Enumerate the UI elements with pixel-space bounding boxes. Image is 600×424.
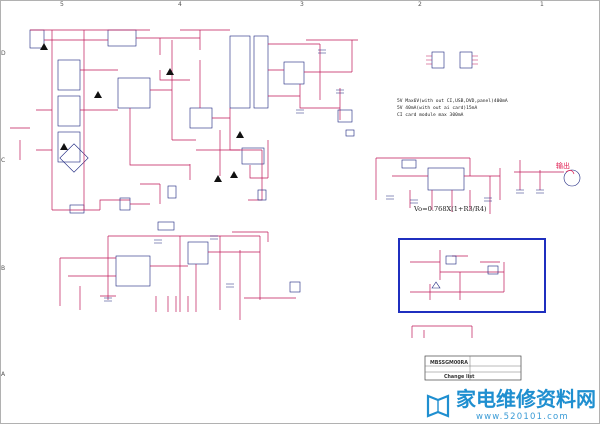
warning-icon [166,68,174,75]
pfc-ic [117,77,151,109]
output-arrow [565,170,575,175]
converter-wires [59,183,296,320]
connector [459,51,473,69]
column-number: 1 [540,1,544,8]
voltage-formula: Vo=0.768X(1+R3/R4) [413,205,487,213]
watermark-brand: 家电维修资料网 [456,387,596,411]
filter-inductor [157,221,175,231]
title-block: MBSSGM00RA Change list [424,355,522,381]
caps-and-resistors [167,49,355,201]
warning-icon [230,171,238,178]
converter-section [115,197,301,293]
transformer-t1 [57,59,81,91]
warning-icon [236,131,244,138]
main-transformer-wires [172,29,358,201]
row-letter: A [1,371,6,378]
watermark-url: www.520101.com [476,412,569,422]
capacitor-bank [107,29,137,47]
row-letter: C [1,157,5,164]
spec-note: CI card module max 300mA [397,112,464,118]
output-label: 输出 [556,161,570,170]
watermark: 家电维修资料网 www.520101.com [426,387,596,422]
warning-icon [60,143,68,150]
protection-circuit [410,250,505,300]
row-letter: B [1,265,5,272]
ac-input-section [29,29,151,214]
fuse [69,204,85,214]
warning-icons [40,43,244,182]
transformer-t2 [57,95,81,127]
column-number: 4 [178,1,182,8]
row-letters: D C B A [1,50,6,378]
regulator-caps [386,189,544,204]
regulator-wires [375,157,564,214]
sense-connector [289,281,301,293]
regulator-section [401,159,581,191]
mosfet-block [187,241,209,265]
bridge-rectifier [59,143,89,173]
regulator-ic [427,167,465,191]
converter-ic [115,255,151,287]
input-connector [29,29,45,49]
row-letter: D [1,50,6,57]
main-transformer-secondary [253,35,269,109]
book-logo-icon [426,394,450,418]
column-number: 2 [418,1,422,8]
transformer-t3 [57,131,81,163]
column-number: 3 [300,1,304,8]
converter-caps [104,235,234,302]
protection-parts [431,255,499,289]
main-transformer-section [189,35,305,165]
warning-icon [94,91,102,98]
main-transformer [229,35,251,109]
regulator-inductor [401,159,417,169]
connector-group [426,51,478,69]
spec-note: 5V Max6V(with out CI,USB,DVD,panel)400mA [397,98,508,104]
feedback-optocoupler [241,147,265,165]
title-block-title: MBSSGM00RA [430,360,468,366]
highlight-box [398,238,546,313]
warning-icon [40,43,48,50]
spec-notes: 5V Max6V(with out CI,USB,DVD,panel)400mA… [397,98,508,118]
ac-input-wires [10,29,200,211]
warning-icon [214,175,222,182]
title-block-subtitle: Change list [444,374,475,380]
secondary-diode-block [283,61,305,85]
column-numbers: 5 4 3 2 1 [60,1,544,8]
column-number: 5 [60,1,64,8]
output-connector [563,169,581,187]
spec-note: 5V 40mA(with out ai card)15mA [397,105,477,111]
connector [431,51,445,69]
controller-ic [189,107,213,129]
feedback-loop [411,325,473,338]
